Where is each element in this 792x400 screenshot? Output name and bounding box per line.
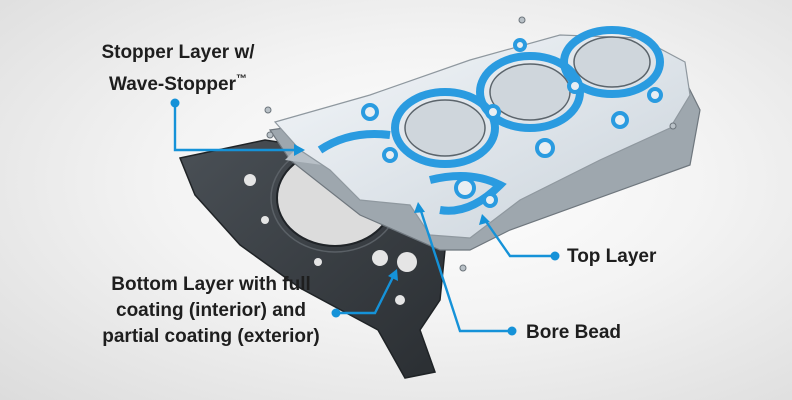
label-stopper-line2-wrap: Wave-Stopper™ — [88, 66, 268, 98]
label-stopper-line2: Wave-Stopper — [108, 74, 237, 95]
callout-arrowheads — [294, 144, 490, 281]
label-bottom-line1: Bottom Layer with full — [111, 274, 311, 295]
label-bottom-line3: partial coating (exterior) — [102, 326, 320, 347]
trademark-mark: ™ — [236, 73, 248, 85]
callout-top-line — [484, 219, 555, 258]
label-bottom-line2: coating (interior) and — [116, 300, 306, 321]
callout-dot-top — [550, 251, 560, 261]
callout-dot-bore — [507, 326, 517, 336]
label-stopper-layer: Stopper Layer w/ Wave-Stopper™ — [88, 40, 268, 98]
top-layer — [264, 16, 691, 272]
label-bottom-layer: Bottom Layer with full coating (interior… — [98, 272, 324, 350]
label-top-layer: Top Layer — [567, 246, 657, 267]
callout-dot-bottom — [331, 308, 341, 318]
callout-dots — [170, 98, 560, 336]
bore-beads — [317, 26, 664, 215]
callout-dot-stopper — [170, 98, 180, 108]
callout-lines — [173, 103, 555, 333]
label-stopper-line1: Stopper Layer w/ — [101, 42, 255, 63]
callout-bore-line — [418, 207, 512, 333]
callout-bottom-line — [336, 274, 396, 315]
label-bore-bead: Bore Bead — [526, 322, 622, 343]
callout-stopper-line — [173, 103, 300, 152]
